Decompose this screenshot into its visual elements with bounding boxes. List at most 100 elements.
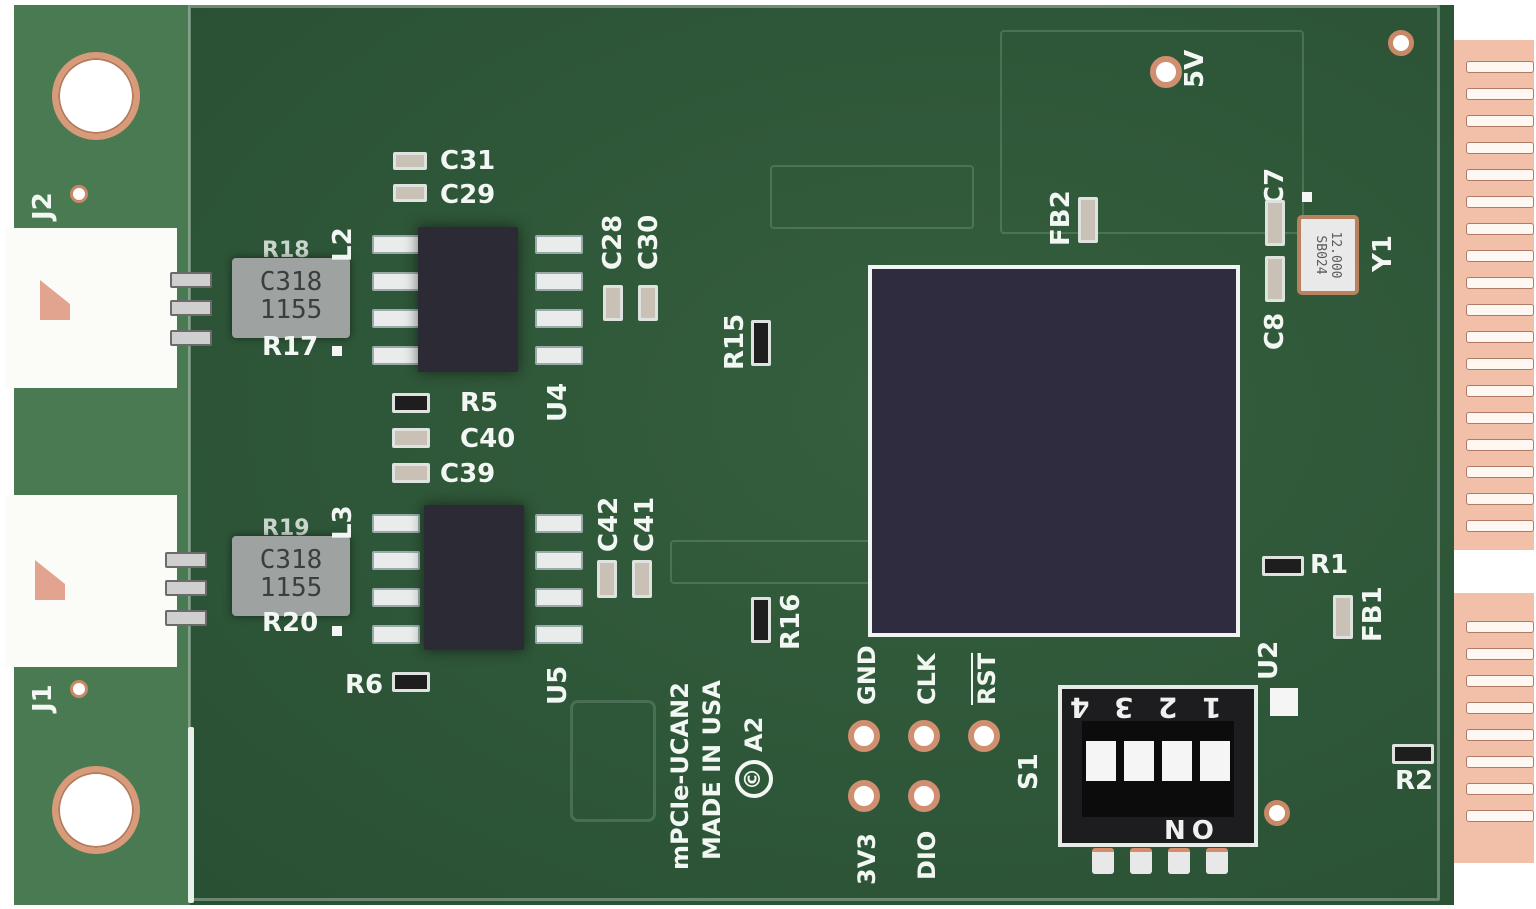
dip-pad [1092, 848, 1114, 874]
dip-pad [1130, 848, 1152, 874]
choke-marking: C318 [259, 267, 323, 297]
dip-toggle-1[interactable] [1196, 721, 1234, 817]
test-point-rst[interactable] [968, 720, 1000, 752]
pin1-marker [1270, 688, 1298, 716]
label-r18: R18 [262, 238, 310, 263]
capacitor-c41 [632, 560, 652, 598]
pin1-marker [332, 626, 342, 636]
dip-knob [1200, 741, 1230, 781]
ic-lead [372, 551, 420, 570]
ferrite-bead-fb2 [1078, 197, 1098, 243]
dip-knob [1124, 741, 1154, 781]
ic-lead [372, 514, 420, 533]
label-u4: U4 [543, 382, 573, 422]
common-mode-choke-l2: C318 1155 [232, 258, 350, 338]
label-s1: S1 [1014, 753, 1044, 790]
dip-toggle-4[interactable] [1082, 721, 1120, 817]
ic-lead [372, 235, 420, 254]
capacitor-c42 [597, 560, 617, 598]
dip-knob [1162, 741, 1192, 781]
ic-lead [535, 625, 583, 644]
ic-u4 [418, 227, 518, 372]
connector-pin [170, 330, 212, 346]
resistor-r16 [751, 597, 771, 643]
choke-marking: C318 [259, 545, 323, 575]
test-point-gnd[interactable] [848, 720, 880, 752]
connector-j2[interactable] [5, 228, 177, 388]
label-r17: R17 [262, 332, 319, 362]
common-mode-choke-l3: C318 1155 [232, 536, 350, 616]
label-r6: R6 [345, 670, 384, 700]
test-point-5v[interactable] [1150, 56, 1182, 88]
ic-lead [372, 309, 420, 328]
label-c30: C30 [634, 214, 664, 270]
ferrite-bead-fb1 [1333, 595, 1353, 639]
resistor-r15 [751, 320, 771, 366]
label-r5: R5 [460, 388, 499, 418]
label-3v3: 3V3 [853, 833, 881, 885]
capacitor-c29 [393, 184, 427, 202]
label-r2: R2 [1395, 766, 1434, 796]
ic-lead [372, 588, 420, 607]
connector-pin [165, 610, 207, 626]
board-name: mPCIe-UCAN2 [666, 682, 694, 870]
label-c28: C28 [598, 214, 628, 270]
crystal-marking: 12.000 SB024 [1313, 231, 1343, 279]
trace [770, 165, 974, 229]
ic-lead [535, 235, 583, 254]
capacitor-c30 [638, 285, 658, 321]
label-c29: C29 [440, 180, 496, 210]
ic-lead [535, 309, 583, 328]
label-rst: RST [973, 652, 1001, 705]
via [1264, 800, 1290, 826]
connector-latch-icon [40, 280, 70, 320]
label-y1: Y1 [1368, 235, 1398, 272]
dip-pad [1206, 848, 1228, 874]
capacitor-c40 [392, 428, 430, 448]
label-r20: R20 [262, 608, 319, 638]
test-point-3v3[interactable] [848, 780, 880, 812]
manufacturer-logo-icon [570, 700, 656, 822]
label-j2: J2 [28, 192, 58, 220]
dip-pad [1168, 848, 1190, 874]
ic-u2-main-controller [868, 265, 1240, 637]
pin1-marker [332, 346, 342, 356]
capacitor-c7 [1265, 200, 1285, 246]
ic-lead [535, 551, 583, 570]
silk-line [188, 727, 194, 903]
resistor-r6 [392, 672, 430, 692]
dip-number: 3 [1114, 691, 1134, 724]
mounting-hole-bottom [52, 766, 140, 854]
mpcie-edge-connector-upper [1454, 40, 1534, 550]
connector-j1[interactable] [5, 495, 177, 667]
label-clk: CLK [913, 653, 941, 705]
ic-lead [535, 588, 583, 607]
via [70, 185, 88, 203]
dip-number: 4 [1070, 691, 1090, 724]
ic-lead [535, 346, 583, 365]
label-gnd: GND [853, 645, 881, 705]
capacitor-c8 [1265, 256, 1285, 302]
label-r1: R1 [1310, 550, 1349, 580]
pin1-marker [1302, 192, 1312, 202]
ic-lead [372, 346, 420, 365]
via [70, 680, 88, 698]
ic-lead [535, 514, 583, 533]
dip-toggle-3[interactable] [1120, 721, 1158, 817]
pcb-left-panel [14, 5, 190, 905]
test-point-dio[interactable] [908, 780, 940, 812]
label-l3: L3 [328, 505, 358, 540]
dip-on-legend: ON [1158, 813, 1214, 843]
mounting-hole-top [52, 52, 140, 140]
test-point-clk[interactable] [908, 720, 940, 752]
resistor-r1 [1262, 556, 1304, 576]
capacitor-c31 [393, 152, 427, 170]
ic-lead [535, 272, 583, 291]
label-r16: R16 [776, 593, 806, 650]
via [1388, 30, 1414, 56]
label-fb1: FB1 [1358, 586, 1388, 642]
label-u2: U2 [1254, 640, 1284, 680]
label-c8: C8 [1260, 312, 1290, 350]
dip-toggle-2[interactable] [1158, 721, 1196, 817]
mpcie-edge-connector-lower [1454, 593, 1534, 863]
